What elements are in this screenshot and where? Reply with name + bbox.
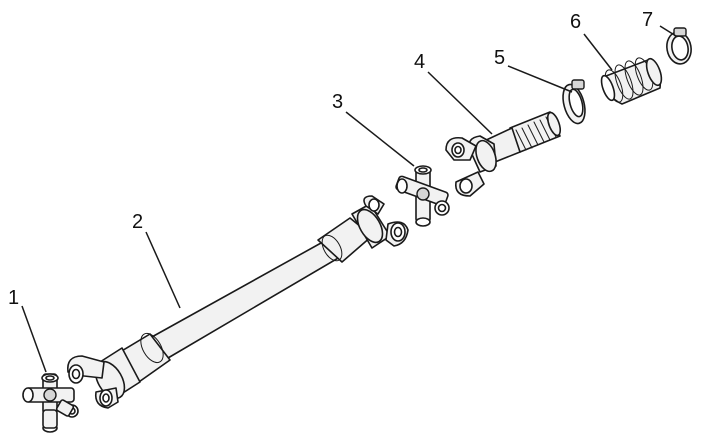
callout-6: 6 bbox=[570, 11, 581, 33]
leader-line-1 bbox=[21, 305, 47, 373]
callout-labels: 1 2 3 4 5 6 7 bbox=[8, 9, 653, 309]
part-7-small-clamp bbox=[666, 27, 692, 65]
callout-1: 1 bbox=[8, 287, 19, 309]
part-5-clamp-ring bbox=[562, 79, 586, 125]
part-4-slip-yoke bbox=[445, 111, 562, 197]
leader-line-3 bbox=[345, 111, 415, 167]
part-2-drive-shaft-tube bbox=[66, 195, 409, 409]
leader-lines bbox=[21, 25, 677, 373]
leader-line-2 bbox=[145, 231, 181, 309]
leader-line-6 bbox=[583, 33, 613, 71]
leader-line-7 bbox=[659, 25, 677, 37]
callout-2: 2 bbox=[132, 211, 143, 233]
callout-3: 3 bbox=[332, 91, 343, 113]
callout-7: 7 bbox=[642, 9, 653, 31]
part-3-universal-joint-cross bbox=[395, 165, 450, 227]
leader-line-5 bbox=[507, 65, 573, 93]
part-6-rubber-boot bbox=[600, 57, 663, 105]
callout-4: 4 bbox=[414, 51, 425, 73]
callout-5: 5 bbox=[494, 47, 505, 69]
leader-line-4 bbox=[427, 71, 493, 135]
part-1-universal-joint-cross bbox=[22, 373, 79, 433]
